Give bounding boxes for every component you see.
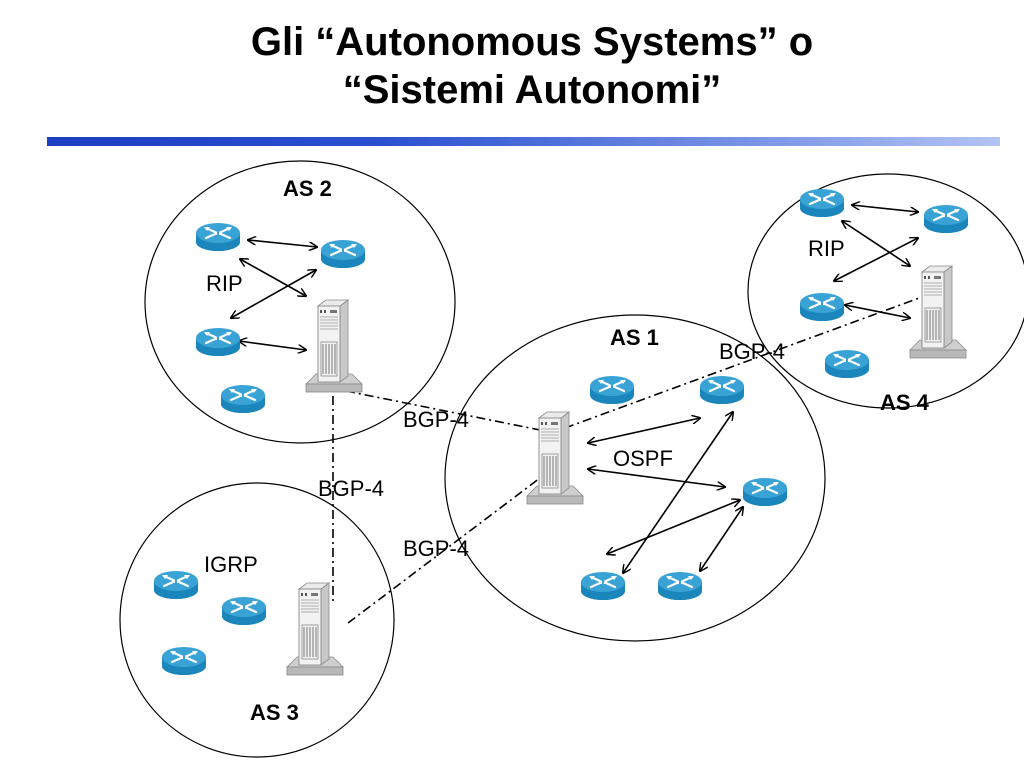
router-icon[interactable]	[579, 570, 627, 602]
as1-link-r2-r4	[623, 412, 733, 573]
router-icon[interactable]	[798, 291, 846, 323]
as2-name: AS 2	[283, 176, 332, 201]
title-underline-bar	[47, 137, 1000, 146]
bgp-label-as2-as3: BGP-4	[318, 476, 384, 501]
router-icon[interactable]	[194, 326, 242, 358]
bgp-link-as2-as1	[345, 390, 541, 431]
router-icon[interactable]	[823, 348, 871, 380]
as3-name: AS 3	[250, 700, 299, 725]
router-icon[interactable]	[220, 595, 268, 627]
router-icon[interactable]	[194, 221, 242, 253]
title-line-2: “Sistemi Autonomi”	[342, 68, 722, 112]
router-icon[interactable]	[798, 187, 846, 219]
server-icon[interactable]	[909, 265, 967, 359]
as4-link-r2-r3	[834, 238, 918, 281]
as2-link-r1-r3	[240, 259, 306, 296]
as3-boundary	[119, 482, 395, 758]
as4-protocol: RIP	[808, 236, 845, 261]
as2-protocol: RIP	[206, 271, 243, 296]
as4-link-r3-server	[845, 305, 910, 318]
server-icon[interactable]	[286, 582, 344, 676]
bgp-link-as1-as4	[564, 296, 923, 429]
router-icon[interactable]	[698, 374, 746, 406]
as1-protocol: OSPF	[613, 446, 673, 471]
as3-protocol: IGRP	[204, 552, 258, 577]
as2-boundary	[144, 160, 456, 444]
as1-boundary	[444, 314, 826, 642]
server-icon[interactable]	[526, 411, 584, 505]
as1-link-r3-r4	[607, 500, 740, 554]
as4-name: AS 4	[880, 390, 930, 415]
bgp-label-as3-as1: BGP-4	[403, 536, 469, 561]
as1-name: AS 1	[610, 325, 659, 350]
bgp-label-as2-as1: BGP-4	[403, 407, 469, 432]
as1-link-server-r3	[588, 469, 725, 487]
router-icon[interactable]	[741, 476, 789, 508]
router-icon[interactable]	[319, 238, 367, 270]
as2-link-r1-r2	[248, 240, 317, 247]
as2-link-r2-r3	[231, 270, 316, 318]
server-icon[interactable]	[305, 299, 363, 393]
title-line-1: Gli “Autonomous Systems” o	[250, 20, 814, 64]
slide-title: Gli “Autonomous Systems” o “Sistemi Auto…	[0, 18, 1024, 114]
as1-link-r3-r5	[700, 507, 743, 571]
router-icon[interactable]	[219, 383, 267, 415]
as2-link-r3-server	[239, 341, 306, 350]
router-icon[interactable]	[922, 203, 970, 235]
as4-link-r1-r2	[852, 205, 918, 212]
router-icon[interactable]	[160, 645, 208, 677]
as1-link-server-r2	[588, 418, 700, 443]
router-icon[interactable]	[588, 374, 636, 406]
bgp-link-as3-as1	[347, 477, 541, 624]
bgp-label-as1-as4: BGP-4	[719, 339, 785, 364]
router-icon[interactable]	[656, 570, 704, 602]
as4-boundary	[747, 173, 1024, 409]
router-icon[interactable]	[152, 569, 200, 601]
